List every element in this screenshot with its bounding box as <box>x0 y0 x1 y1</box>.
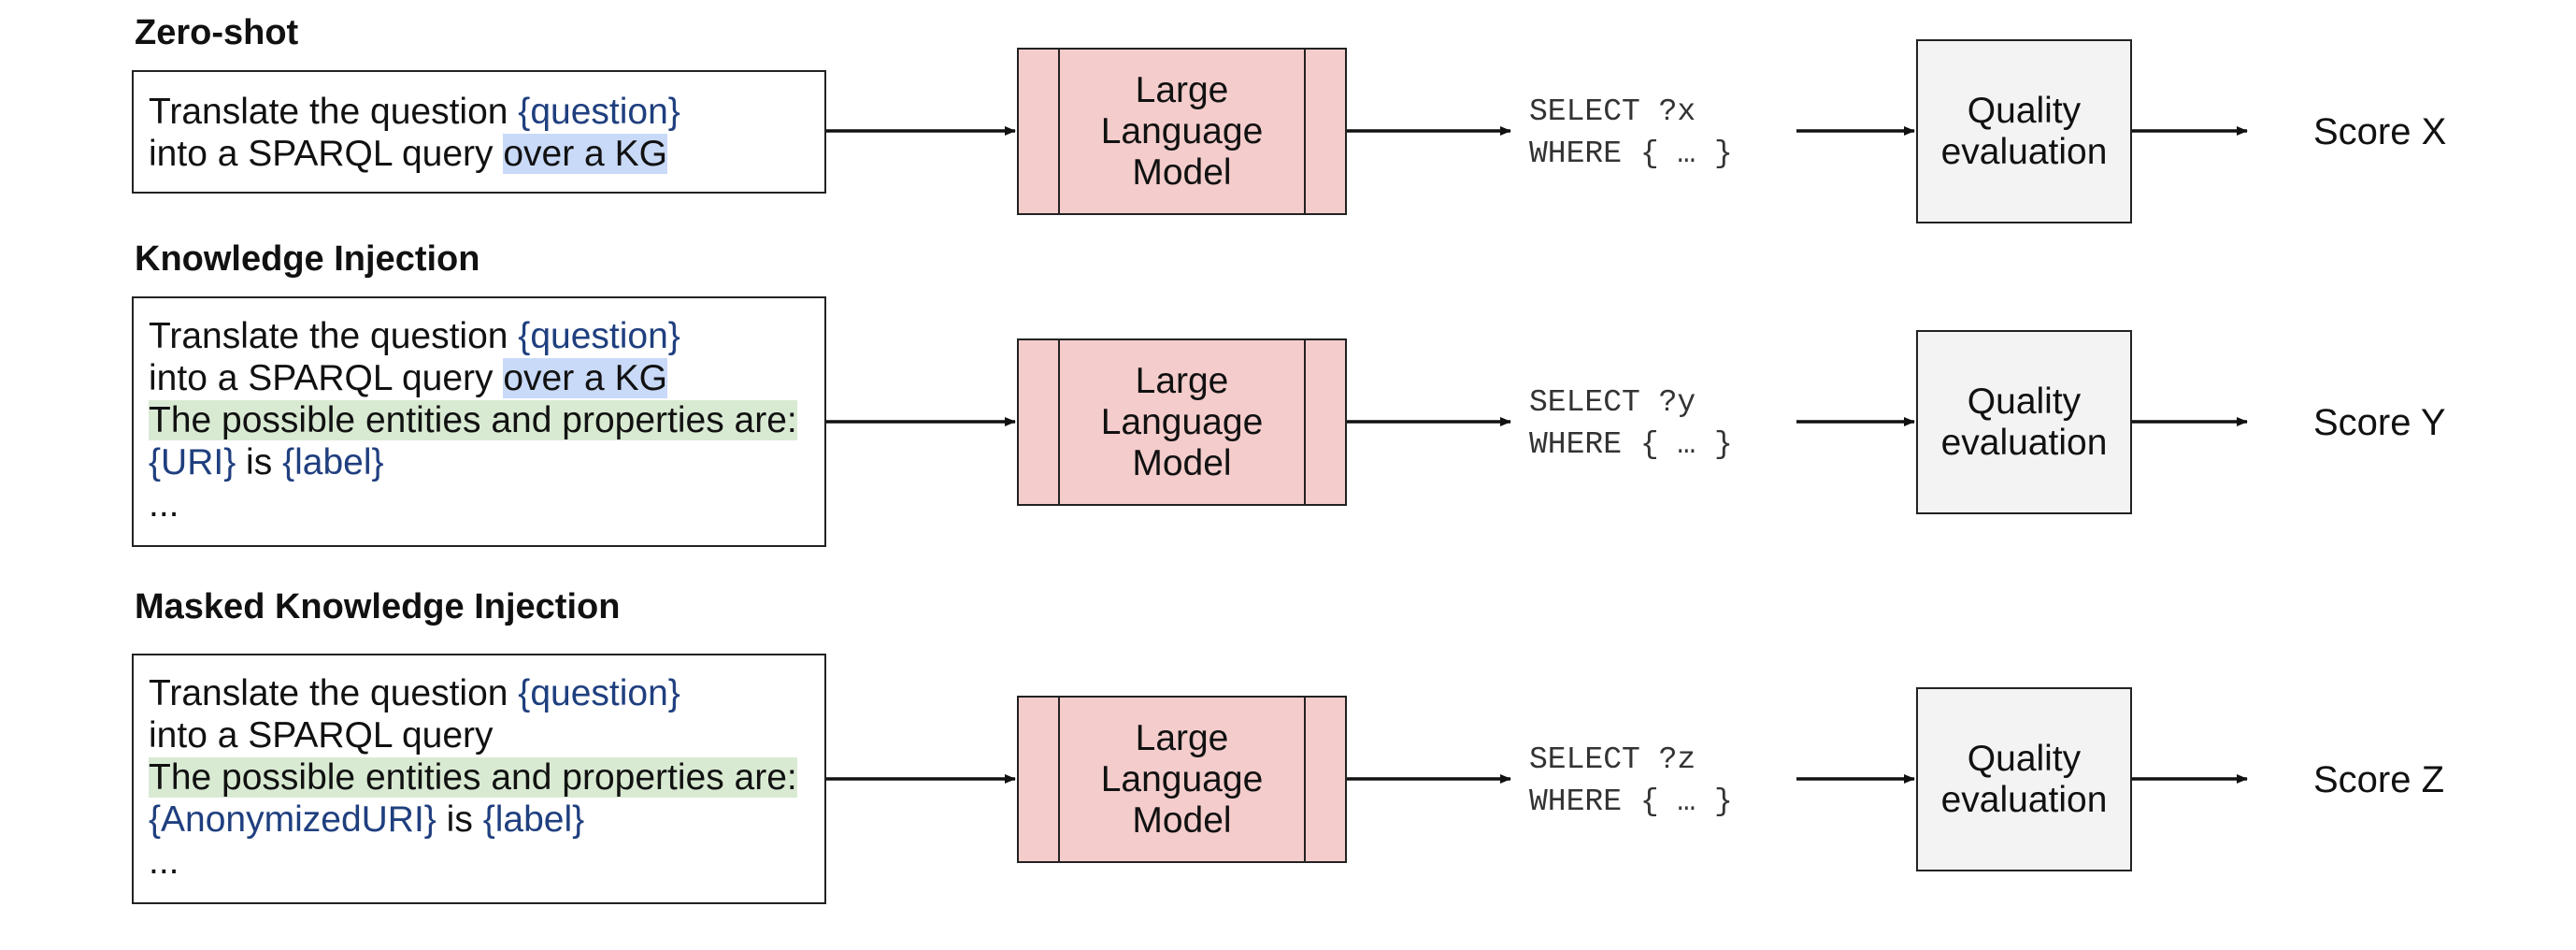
prompt-line: Translate the question {question} <box>149 672 824 714</box>
prompt-line: {URI} is {label} <box>149 441 824 483</box>
prompt-line: Translate the question {question} <box>149 315 824 357</box>
sparql-line: SELECT ?y <box>1529 385 1696 420</box>
placeholder-label: {label} <box>282 442 384 482</box>
prompt-line: ... <box>149 841 824 883</box>
prompt-line: {AnonymizedURI} is {label} <box>149 799 824 841</box>
quality-label-line: evaluation <box>1940 779 2108 820</box>
prompt-box: Translate the question {question} into a… <box>132 654 826 904</box>
prompt-text: is <box>436 799 483 840</box>
prompt-line: The possible entities and properties are… <box>149 756 824 799</box>
placeholder-question: {question} <box>518 673 680 713</box>
llm-label-line: Language <box>1100 758 1264 799</box>
quality-evaluation-box: Quality evaluation <box>1916 330 2132 514</box>
prompt-box: Translate the question {question} into a… <box>132 70 826 194</box>
quality-evaluation-box: Quality evaluation <box>1916 39 2132 223</box>
sparql-output: SELECT ?y WHERE { … } <box>1529 381 1733 466</box>
sparql-output: SELECT ?x WHERE { … } <box>1529 91 1733 175</box>
llm-label-line: Large <box>1135 717 1229 758</box>
quality-label-line: Quality <box>1967 381 2082 422</box>
sparql-line: SELECT ?x <box>1529 94 1696 129</box>
prompt-text: into a SPARQL query <box>149 134 504 174</box>
quality-label-line: evaluation <box>1940 131 2108 172</box>
prompt-text: is <box>236 442 283 482</box>
sparql-output: SELECT ?z WHERE { … } <box>1529 739 1733 823</box>
score-label: Score Z <box>2313 759 2445 800</box>
prompt-text: Translate the question <box>149 673 519 713</box>
sparql-line: WHERE { … } <box>1529 427 1733 462</box>
llm-box: Large Language Model <box>1017 696 1347 863</box>
prompt-text: Translate the question <box>149 316 519 356</box>
ellipsis: ... <box>149 484 179 525</box>
llm-label-line: Model <box>1132 151 1232 193</box>
prompt-text: into a SPARQL query <box>149 358 504 398</box>
section-heading-zero-shot: Zero-shot <box>135 13 299 52</box>
score-label: Score X <box>2313 111 2447 152</box>
llm-label-line: Model <box>1132 799 1232 841</box>
placeholder-label: {label} <box>482 799 585 840</box>
llm-label-line: Large <box>1135 69 1229 110</box>
llm-label-line: Model <box>1132 442 1232 483</box>
llm-label-line: Language <box>1100 110 1264 151</box>
highlight-over-kg: over a KG <box>503 358 667 398</box>
highlight-entities-properties: The possible entities and properties are… <box>149 757 797 798</box>
sparql-line: WHERE { … } <box>1529 784 1733 819</box>
quality-label-line: evaluation <box>1940 422 2108 463</box>
prompt-text: into a SPARQL query <box>149 715 494 756</box>
score-label: Score Y <box>2313 402 2446 443</box>
section-heading-masked-knowledge-injection: Masked Knowledge Injection <box>135 587 621 626</box>
highlight-over-kg: over a KG <box>503 134 667 174</box>
placeholder-question: {question} <box>518 92 680 132</box>
placeholder-anonymized-uri: {AnonymizedURI} <box>149 799 436 840</box>
prompt-line: The possible entities and properties are… <box>149 399 824 441</box>
prompt-line: into a SPARQL query over a KG <box>149 133 824 175</box>
llm-label-line: Large <box>1135 360 1229 401</box>
quality-label-line: Quality <box>1967 90 2082 131</box>
sparql-line: WHERE { … } <box>1529 137 1733 171</box>
prompt-line: ... <box>149 483 824 525</box>
sparql-line: SELECT ?z <box>1529 742 1696 777</box>
placeholder-uri: {URI} <box>149 442 236 482</box>
prompt-line: into a SPARQL query <box>149 714 824 756</box>
prompt-line: into a SPARQL query over a KG <box>149 357 824 399</box>
section-heading-knowledge-injection: Knowledge Injection <box>135 239 480 279</box>
highlight-entities-properties: The possible entities and properties are… <box>149 400 797 440</box>
prompt-text: Translate the question <box>149 92 519 132</box>
llm-box: Large Language Model <box>1017 338 1347 506</box>
prompt-line: Translate the question {question} <box>149 91 824 133</box>
placeholder-question: {question} <box>518 316 680 356</box>
llm-label-line: Language <box>1100 401 1264 442</box>
prompt-box: Translate the question {question} into a… <box>132 296 826 547</box>
quality-evaluation-box: Quality evaluation <box>1916 687 2132 871</box>
ellipsis: ... <box>149 842 179 882</box>
quality-label-line: Quality <box>1967 738 2082 779</box>
llm-box: Large Language Model <box>1017 48 1347 215</box>
